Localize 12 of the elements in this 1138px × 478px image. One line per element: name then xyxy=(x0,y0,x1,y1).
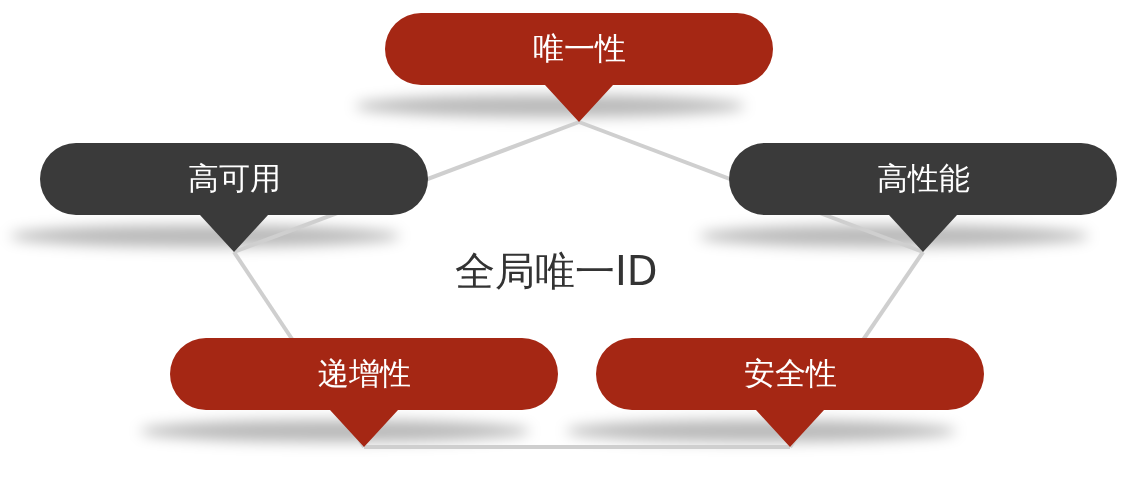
bubble-label: 递增性 xyxy=(316,354,412,393)
callout-bubble xyxy=(729,143,1117,252)
bubble-label: 高性能 xyxy=(875,159,971,198)
connector-band xyxy=(364,445,790,449)
callout-bubble xyxy=(596,338,984,447)
center-title: 全局唯一ID xyxy=(455,244,658,299)
bubble-label: 唯一性 xyxy=(531,29,627,68)
bubble-label: 安全性 xyxy=(742,354,838,393)
bubble-label: 高可用 xyxy=(186,159,282,198)
callout-bubble xyxy=(40,143,428,252)
callout-bubble xyxy=(170,338,558,447)
callout-bubble xyxy=(385,13,773,122)
